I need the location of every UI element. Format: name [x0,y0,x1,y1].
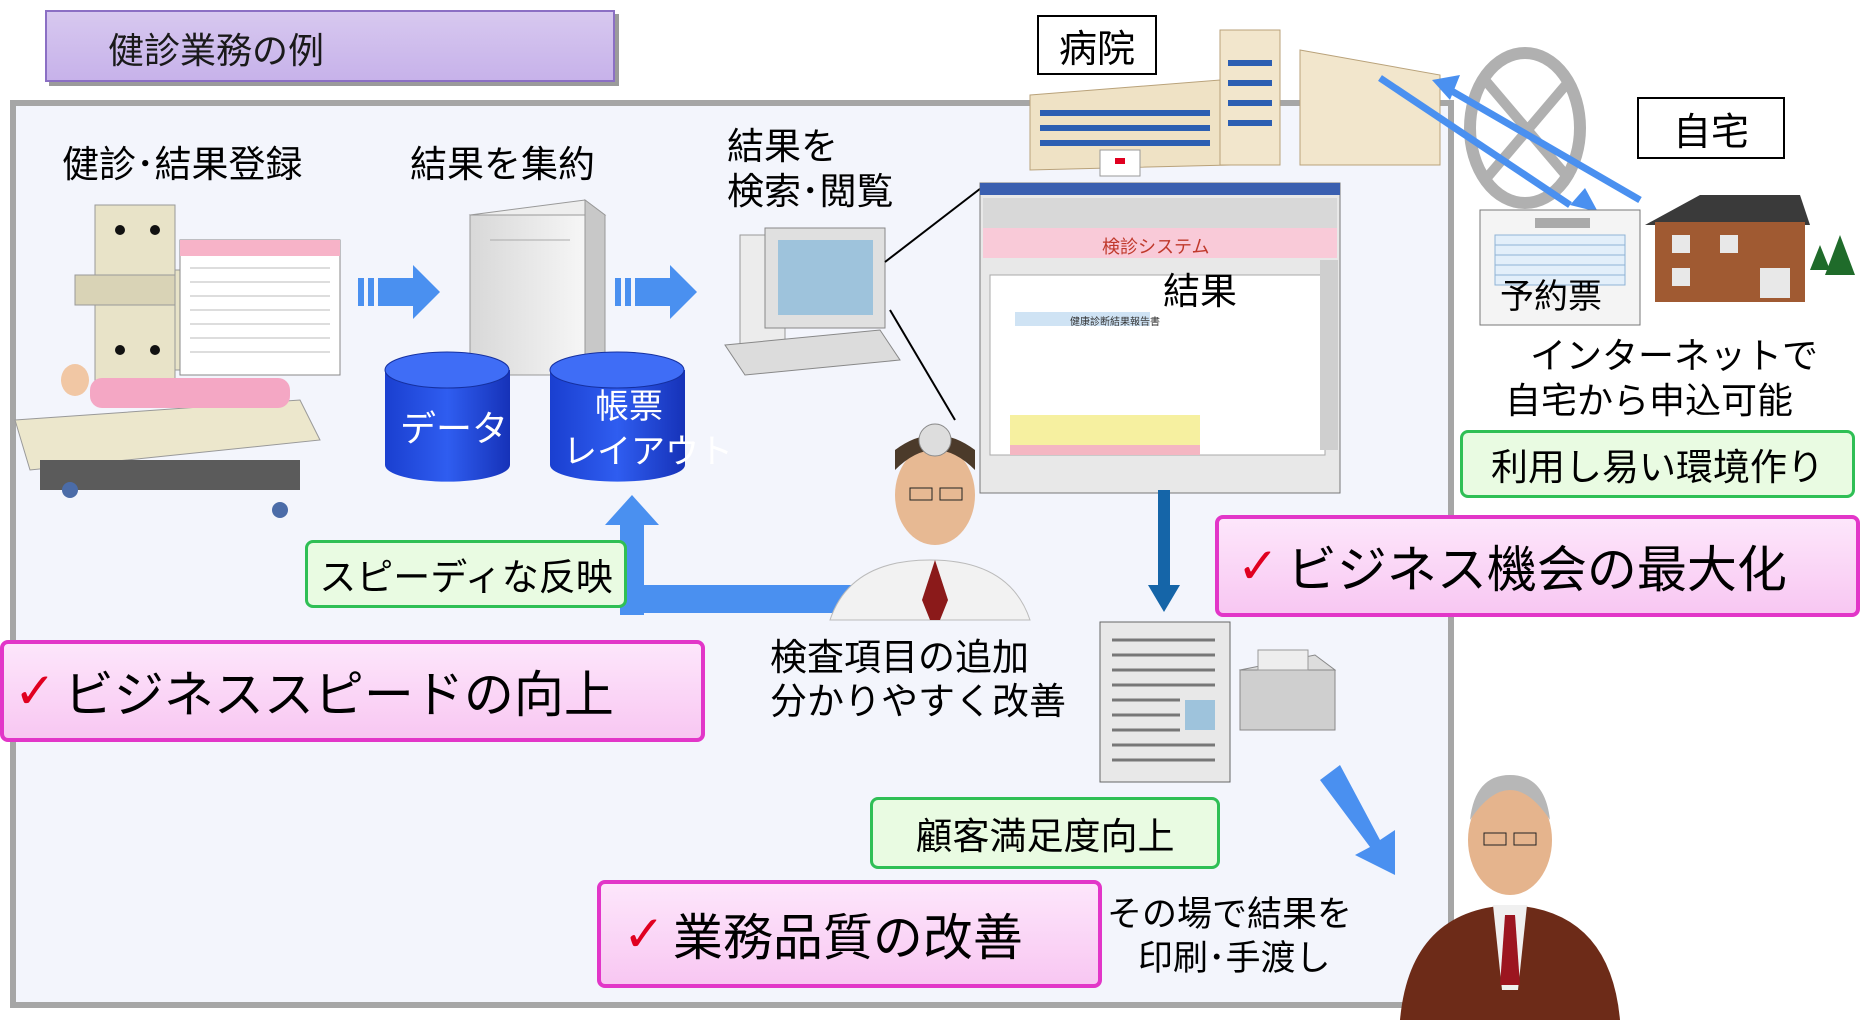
house-icon [1645,195,1855,302]
hospital-building-icon [1029,29,1441,177]
feedback-arrow [605,495,860,615]
label-search-line1: 結果を [727,125,838,168]
customer-icon [1400,775,1620,1020]
data-cylinder-icon [384,351,510,482]
checkmark-icon: ✓ [14,662,56,720]
screen-system-title: 検診システム [1102,237,1210,257]
cylinder-data-label: データ [400,409,509,450]
business-quality-box: ✓ 業務品質の改善 [597,880,1102,988]
easy-environment-box: 利用し易い環境作り [1460,430,1855,498]
label-search-line2: 検索･閲覧 [727,170,894,213]
speedy-reflection-box: スピーディな反映 [305,540,627,608]
reservation-label: 予約票 [1500,277,1602,317]
business-opportunity-box: ✓ ビジネス機会の最大化 [1215,515,1860,617]
title-box [45,10,615,82]
handover-label-line2: 印刷･手渡し [1138,939,1331,979]
items-label-line1: 検査項目の追加 [770,636,1029,679]
registration-screen-icon [179,239,341,376]
label-register: 健診･結果登録 [62,143,303,186]
cylinder-layout-label-line2: レイアウト [563,432,733,472]
checkmark-icon: ✓ [1237,537,1279,595]
printed-report-icon [1099,621,1231,783]
doctor-icon [829,423,1031,621]
internet-icon [1464,47,1586,209]
patient-icon [61,364,290,408]
page-title: 健診業務の例 [108,31,325,72]
reservation-form-icon [1479,209,1641,326]
layout-cylinder-icon [549,351,685,482]
hospital-label: 病院 [1037,15,1157,75]
handover-arrow [1320,765,1395,875]
business-speed-box: ✓ ビジネススピードの向上 [0,640,705,742]
pc-icon [724,184,986,421]
home-label: 自宅 [1637,97,1785,159]
business-opportunity-text: ビジネス機会の最大化 [1286,541,1787,599]
customer-satisfaction-box: 顧客満足度向上 [870,797,1220,869]
checkmark-icon: ✓ [623,905,665,963]
label-aggregate: 結果を集約 [410,143,595,186]
result-label: 結果 [1163,270,1237,313]
internet-label-line2: 自宅から申込可能 [1505,381,1794,422]
internet-label-line1: インターネットで [1530,336,1819,377]
flow-arrow-1 [358,265,440,319]
server-icon [468,199,607,376]
browser-window-icon [979,182,1341,494]
items-label-line2: 分かりやすく改善 [770,680,1066,723]
cylinder-layout-label-line1: 帳票 [595,387,663,427]
business-quality-text: 業務品質の改善 [672,909,1023,967]
result-arrow [1148,490,1180,612]
internet-arrows [1378,75,1642,212]
business-speed-text: ビジネススピードの向上 [63,666,614,724]
handover-label-line1: その場で結果を [1107,895,1353,935]
screen-report-title: 健康診断結果報告書 [1070,317,1160,328]
printer-icon [1238,649,1337,731]
flow-arrow-2 [615,265,697,319]
